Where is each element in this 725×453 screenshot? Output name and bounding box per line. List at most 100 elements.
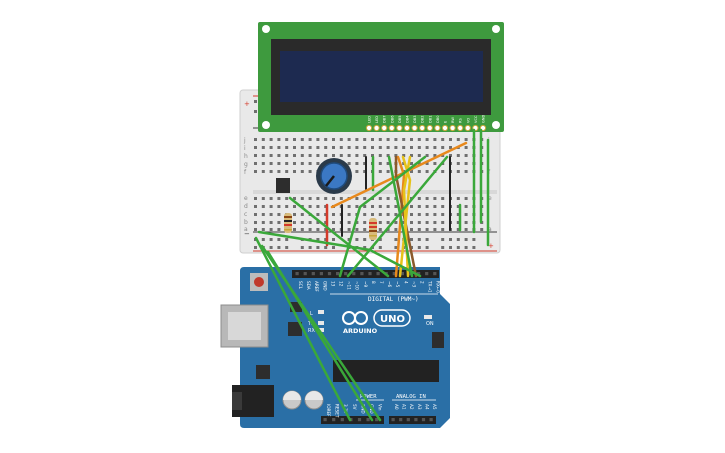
lcd-pin-label: DB7 xyxy=(383,115,387,123)
wire-orange xyxy=(394,155,406,278)
digital-pin-label: RX←0 xyxy=(436,281,441,293)
digital-pin xyxy=(327,272,332,276)
digital-pin xyxy=(425,272,429,276)
digital-pin xyxy=(311,272,315,276)
lcd-pin xyxy=(381,124,388,132)
on-label: ON xyxy=(426,321,434,327)
led-rx xyxy=(318,328,324,332)
wire-brown xyxy=(394,155,418,278)
row-label: d xyxy=(244,203,248,210)
digital-pin-label: 4 xyxy=(403,281,408,284)
power-pin-label: Vin xyxy=(378,404,383,411)
lcd-pin xyxy=(457,124,464,132)
digital-pin xyxy=(352,272,356,276)
rail-minus-label: − xyxy=(244,230,250,238)
lcd-pin-label: DB0 xyxy=(436,115,440,123)
row-label: a xyxy=(244,226,248,233)
wire-green xyxy=(338,155,427,278)
wire-green xyxy=(257,230,422,278)
rail-plus-label: + xyxy=(244,100,250,108)
digital-pin xyxy=(295,272,299,276)
row-label: e xyxy=(488,195,492,202)
row-label: b xyxy=(244,219,248,226)
digital-header xyxy=(292,270,439,278)
lcd-pin xyxy=(464,124,471,132)
digital-pin-label: AREF xyxy=(314,281,319,292)
led-l-label: L xyxy=(310,311,313,317)
analog-pin-label: A4 xyxy=(424,404,429,410)
wire-green xyxy=(288,196,390,278)
row-label: j xyxy=(243,137,246,144)
usb-chip xyxy=(288,322,302,336)
led-rx-label: RX xyxy=(308,328,315,334)
arduino-logo: ARDUINO xyxy=(342,311,378,335)
uno-badge xyxy=(373,309,411,327)
analog-pin-label: A3 xyxy=(417,404,422,410)
analog-header xyxy=(389,416,436,424)
led-tx xyxy=(318,321,324,325)
icsp-header xyxy=(432,332,444,348)
power-pin xyxy=(323,418,327,422)
digital-pin-label: 12 xyxy=(339,281,344,287)
led-tx-label: TX xyxy=(307,321,315,327)
lcd-pin xyxy=(426,124,433,132)
rail-plus-label: + xyxy=(488,242,494,250)
lcd-pin xyxy=(434,124,441,132)
mount-hole xyxy=(492,121,500,129)
analog-pin-label: A1 xyxy=(402,404,407,410)
lcd-pin-label: DB6 xyxy=(390,115,394,123)
lcd-pin xyxy=(388,124,395,132)
row-label: c xyxy=(244,211,247,218)
potentiometer xyxy=(316,158,352,194)
power-pin xyxy=(340,418,344,422)
digital-pin-label: SDA xyxy=(306,281,311,290)
digital-pin xyxy=(344,272,348,276)
mount-hole xyxy=(492,25,500,33)
lcd-pin xyxy=(449,124,456,132)
power-pin-label: IOREF xyxy=(326,404,331,417)
power-pin xyxy=(366,418,370,422)
reset-button-cap xyxy=(254,277,264,287)
digital-pin xyxy=(417,272,421,276)
digital-pin-label: SCL xyxy=(298,281,303,290)
lcd-pin-label: VO xyxy=(466,118,470,123)
digital-pin xyxy=(319,272,323,276)
digital-pin-label: 2 xyxy=(420,281,425,284)
wire-green xyxy=(266,250,374,422)
wire-green xyxy=(387,155,414,278)
lcd-pin-label: LED xyxy=(375,116,379,123)
lcd-pin xyxy=(411,124,418,132)
digital-pin-label: ~11 xyxy=(347,281,352,290)
lcd-pin-label: RW xyxy=(451,117,455,123)
lcd-pin-label: RS xyxy=(459,118,463,123)
digital-pin xyxy=(360,272,364,276)
power-pin-label: 5V xyxy=(352,404,357,410)
analog-pin-label: A0 xyxy=(394,404,399,410)
wire-orange xyxy=(330,141,468,209)
digital-pin-label: ~6 xyxy=(387,281,392,288)
mount-hole xyxy=(262,25,270,33)
digital-pin-label: GND xyxy=(322,281,327,291)
potentiometer-indicator xyxy=(325,175,335,187)
wire-yellow xyxy=(398,155,412,278)
digital-pin-label: 13 xyxy=(330,281,335,287)
resistor xyxy=(369,218,377,240)
row-label: a xyxy=(488,226,492,233)
lcd-pin-label: VCC xyxy=(474,115,478,123)
lcd-pin-label: DB5 xyxy=(398,115,402,123)
row-label: i xyxy=(244,145,246,152)
voltage-regulator xyxy=(256,365,270,379)
analog-label: ANALOG IN xyxy=(396,394,426,400)
analog-pin xyxy=(414,418,418,422)
power-pin xyxy=(332,418,336,422)
digital-pin-label: 7 xyxy=(379,281,384,284)
digital-pin-label: ~3 xyxy=(411,281,416,288)
sensor-chip xyxy=(276,178,290,193)
row-label: f xyxy=(488,169,491,176)
row-label: h xyxy=(244,153,248,160)
